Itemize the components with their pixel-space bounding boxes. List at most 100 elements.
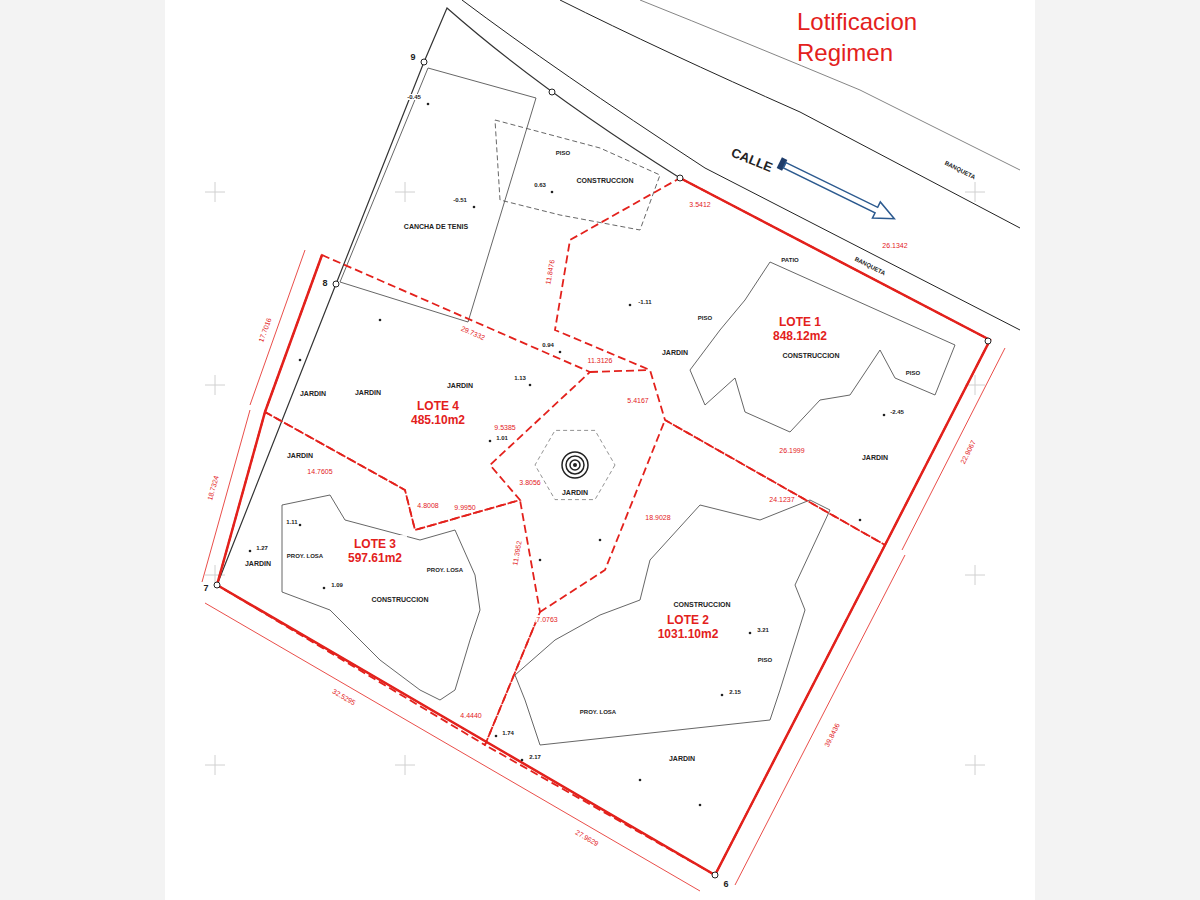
area-label: PROY. LOSA [579,709,617,715]
area-label: JARDIN [446,382,474,389]
dimension-label: 4.4440 [459,712,482,719]
area-label: PISO [697,315,713,321]
point-number: 9 [409,53,416,62]
level-dot [323,587,326,590]
area-label: JARDIN [244,560,272,567]
area-label: JARDIN [661,349,689,356]
dimension-label: 26.1342 [881,242,908,249]
dimension-label: 3.5412 [688,201,711,208]
elevation-label: 0.94 [541,342,555,348]
level-dot [749,632,752,635]
sidewalk-line [640,0,1020,170]
dimension-label: 4.8008 [416,502,439,509]
lot-name: LOTE 4 [411,399,466,413]
grid-cross [205,182,985,775]
area-label: CANCHA DE TENIS [403,223,469,230]
area-label: CONSTRUCCION [575,177,634,184]
dimension-label: 9.9950 [453,504,476,511]
dimension-label: 14.7605 [306,468,333,475]
lot-boundary [485,420,885,875]
level-dot [721,694,724,697]
lot-label: LOTE 1848.12m2 [769,313,832,345]
area-label: JARDIN [286,452,314,459]
elevation-label: -2.45 [889,409,905,415]
level-dot [883,414,886,417]
level-dot [859,519,862,522]
building-outline [690,262,955,432]
elevation-label: 3.21 [756,627,770,633]
lot-name: LOTE 2 [658,613,719,627]
level-dot [495,735,498,738]
level-dot [699,804,702,807]
fountain-hexagon [535,430,615,499]
building-outline [495,120,660,230]
area-label: PISO [905,370,921,376]
dimension-label: 24.1237 [768,496,795,503]
grid-crosses [205,182,985,775]
area-label: JARDIN [299,390,327,397]
elevation-label: 1.11 [285,519,298,525]
level-dot [559,351,562,354]
elevation-label: 2.15 [728,689,742,695]
level-dot [599,539,602,542]
point-number: 6 [722,880,729,889]
buildings [282,68,955,745]
level-dot [529,384,532,387]
street-lines [462,0,1020,330]
building-outline [515,500,830,745]
fountain-center [573,463,577,467]
dimension-label: 11.3126 [587,357,614,364]
lot-area: 848.12m2 [773,329,828,343]
survey-point [712,872,718,878]
survey-point [549,89,555,95]
elevation-label: 1.09 [330,582,344,588]
dimension-line [202,410,250,582]
fountain [535,430,615,499]
dimension-lines [202,250,1005,891]
dimension-line [205,603,700,891]
fountain-ring [566,456,584,474]
level-marks [249,103,886,807]
elevation-label: 0.63 [533,182,547,188]
site-outline [217,8,990,875]
lot-name: LOTE 3 [348,537,403,551]
lot-boundary [555,178,990,545]
elevation-label: -1.11 [637,299,652,305]
elevation-label: 1.01 [495,435,509,441]
level-dot [489,440,492,443]
area-label: JARDIN [668,755,696,762]
level-dot [551,191,554,194]
lot-area: 485.10m2 [411,413,466,427]
dimension-line [735,555,905,885]
level-dot [521,759,524,762]
dimension-label: 18.9028 [644,514,671,521]
dimension-label: 5.4167 [626,397,649,404]
level-dot [639,779,642,782]
point-number: 8 [321,279,328,288]
lot-boundary [590,370,650,372]
area-label: PISO [757,657,773,663]
elevation-label: 1.13 [513,375,527,381]
tennis-court [340,68,536,322]
survey-point [333,281,339,287]
area-label: JARDIN [561,489,589,496]
lot-boundary [217,412,540,745]
lot-label: LOTE 21031.10m2 [654,611,723,643]
area-label: PROY. LOSA [426,567,464,573]
elevation-label: -0.51 [452,197,468,203]
area-label: CONSTRUCCION [672,601,731,608]
lot-area: 1031.10m2 [658,627,719,641]
elevation-label: 2.17 [528,754,542,760]
dimension-label: 3.8056 [518,479,541,486]
lot-boundary [265,255,590,530]
elevation-label: -0.45 [406,94,422,100]
level-dot [473,206,476,209]
survey-point [677,175,683,181]
lot-label: LOTE 3597.61m2 [344,535,407,567]
fountain-ring [570,460,580,470]
dimension-label: 26.1999 [778,447,805,454]
outer-boundary [217,178,990,875]
street-line [560,0,1020,228]
